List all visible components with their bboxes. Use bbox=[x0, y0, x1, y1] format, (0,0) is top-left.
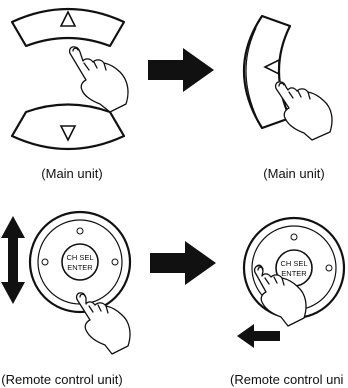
left-arrow-icon bbox=[237, 324, 280, 348]
remote-control-right-panel: CH SEL ENTER bbox=[237, 216, 346, 348]
enter-label: ENTER bbox=[67, 263, 93, 272]
pad-right-dot bbox=[111, 258, 119, 266]
pad-left-dot bbox=[41, 258, 49, 266]
ch-sel-label: CH SEL bbox=[66, 253, 93, 262]
caption-main-unit-right: (Main unit) bbox=[263, 166, 324, 181]
pad-right-dot bbox=[325, 264, 333, 272]
pad-up-dot bbox=[290, 233, 298, 241]
pointing-hand-icon bbox=[253, 265, 307, 327]
caption-remote-right: (Remote control uni bbox=[230, 372, 344, 387]
up-down-arrow-icon bbox=[1, 216, 25, 304]
left-triangle-icon bbox=[263, 58, 280, 76]
ch-sel-label: CH SEL bbox=[280, 259, 307, 268]
down-button bbox=[10, 103, 126, 150]
right-arrow-icon bbox=[150, 241, 216, 285]
right-arrow-icon bbox=[148, 48, 214, 92]
remote-control-left-panel: CH SEL ENTER bbox=[1, 210, 132, 355]
left-button bbox=[242, 14, 292, 130]
pointing-hand-icon bbox=[68, 46, 129, 113]
pad-up-dot bbox=[76, 227, 84, 235]
main-unit-up-down-panel bbox=[10, 8, 129, 150]
caption-remote-left: (Remote control unit) bbox=[1, 372, 122, 387]
up-button bbox=[10, 8, 126, 48]
enter-label: ENTER bbox=[281, 269, 307, 278]
down-triangle-icon bbox=[59, 125, 77, 142]
ch-sel-enter-button bbox=[61, 243, 99, 281]
pointing-hand-icon bbox=[274, 81, 333, 141]
pointing-hand-icon bbox=[75, 292, 131, 355]
main-unit-left-panel bbox=[242, 14, 333, 141]
caption-main-unit-left: (Main unit) bbox=[41, 166, 102, 181]
up-triangle-icon bbox=[59, 10, 77, 27]
